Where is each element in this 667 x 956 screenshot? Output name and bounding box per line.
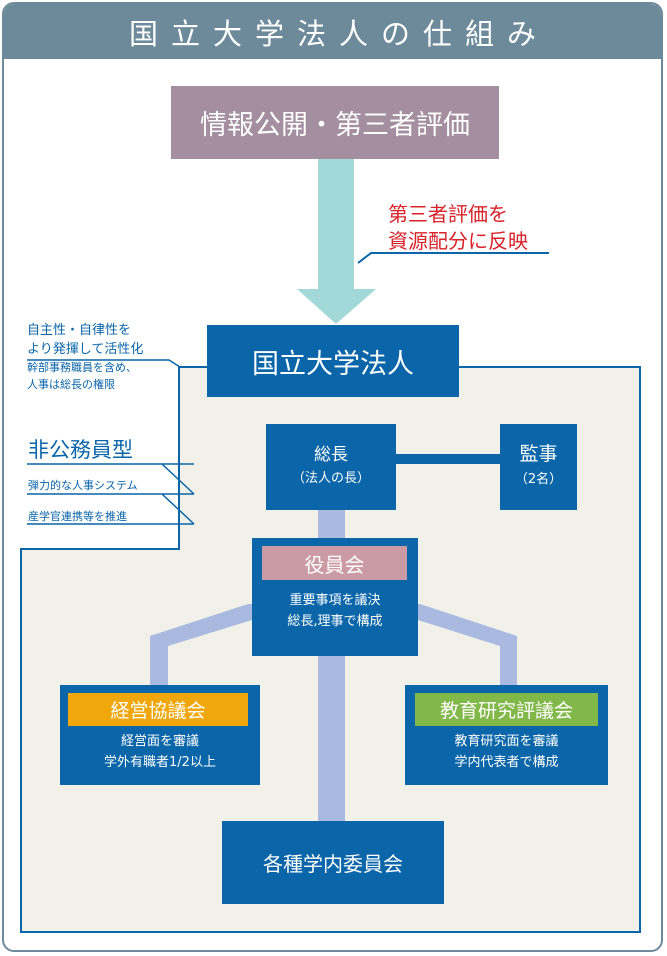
auditor-sub: （2名） [514,472,563,487]
board-line1: 重要事項を議決 [289,593,381,608]
management-council-description: 経営面を審議 学外有職者1/2以上 [60,731,260,773]
board-description: 重要事項を議決 総長,理事で構成 [252,590,418,632]
management-council-line1: 経営面を審議 [120,734,199,749]
evaluation-note-line1: 第三者評価を [388,202,508,226]
education-council-line2: 学内代表者で構成 [454,755,559,770]
president-sub: （法人の長） [291,471,370,486]
side-item1-underline [27,493,195,525]
non-civil-servant-item-2: 産学官連携等を推進 [28,510,127,523]
left-branch [150,604,252,686]
down-arrow [297,159,376,324]
autonomy-note: 自主性・自律性を より発揮して活性化 幹部事務職員を含め、 人事は総長の権限 [27,321,143,393]
board-line2: 総長,理事で構成 [287,614,383,629]
auditor-label: 監事 [519,443,558,465]
management-council-label: 経営協議会 [68,693,248,726]
autonomy-line4: 人事は総長の権限 [27,378,115,391]
education-council-label: 教育研究評議会 [415,693,598,726]
autonomy-line1: 自主性・自律性を [27,323,132,338]
non-civil-servant-title: 非公務員型 [28,438,133,462]
president-label: 総長 [314,445,348,465]
auditor-box: 監事 （2名） [500,424,577,510]
disclosure-box: 情報公開・第三者評価 [171,86,499,159]
autonomy-line3: 幹部事務職員を含め、 [27,361,137,374]
president-auditor-link [396,454,500,464]
trunk-bottom [318,656,345,822]
page-title: 国立大学法人の仕組み [4,4,661,59]
right-branch [418,604,517,686]
education-council-line1: 教育研究面を審議 [454,734,559,749]
trunk-top [318,510,345,540]
side-notes-panel [20,366,180,550]
autonomy-line2: より発揮して活性化 [27,342,144,357]
evaluation-note: 第三者評価を 資源配分に反映 [388,201,528,255]
side-title-underline [27,463,195,495]
non-civil-servant-item-1: 弾力的な人事システム [28,479,138,492]
president-box: 総長 （法人の長） [266,424,396,510]
autonomy-underline [27,359,181,368]
management-council-line2: 学外有職者1/2以上 [104,755,216,770]
note-underline [357,252,549,264]
board-label: 役員会 [262,546,407,580]
evaluation-note-line2: 資源配分に反映 [388,229,528,253]
education-council-description: 教育研究面を審議 学内代表者で構成 [405,731,608,773]
corporation-box: 国立大学法人 [207,325,459,397]
committees-box: 各種学内委員会 [222,821,444,904]
